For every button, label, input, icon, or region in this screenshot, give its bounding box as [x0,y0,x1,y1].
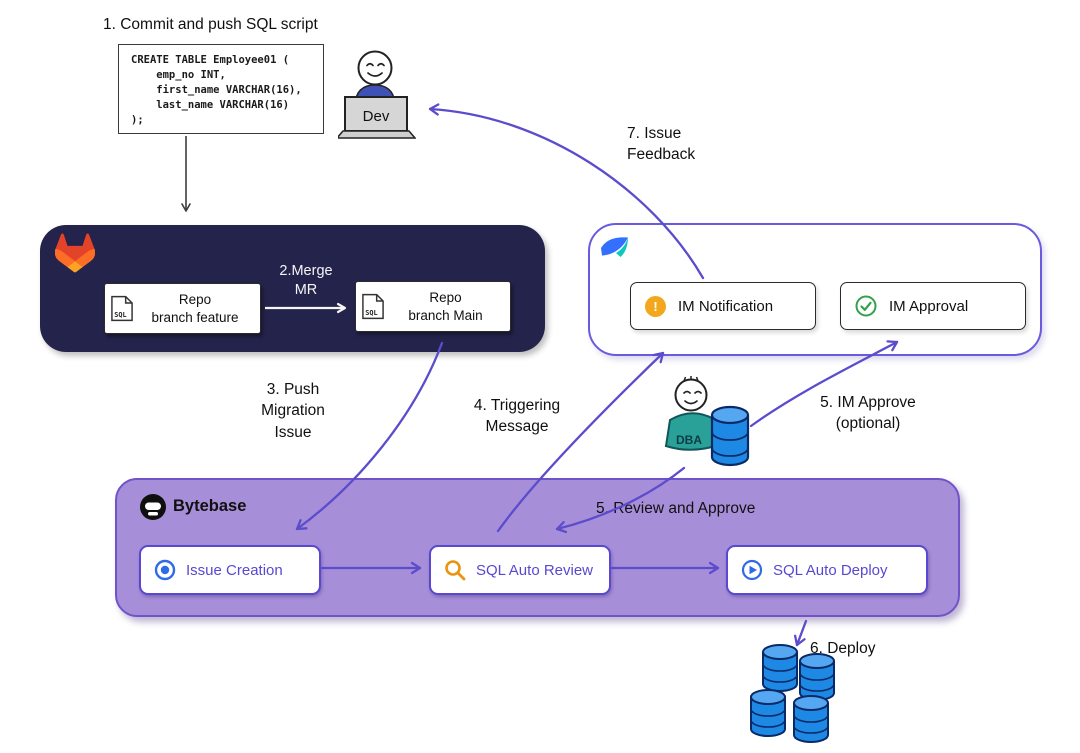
step1-label: 1. Commit and push SQL script [103,16,318,33]
sql-file-label: SQL [365,309,377,317]
bytebase-title: Bytebase [173,497,247,515]
dev-head [357,50,393,86]
repo-feature-label: Repo branch feature [151,291,239,325]
gitlab-container: SQL Repo branch feature 2.Merge MR SQL R… [40,225,545,352]
db-cylinder-icon [799,653,835,701]
dev-label: Dev [363,108,390,125]
step4-label: 4. Triggering Message [473,397,561,436]
db-cylinder-icon [750,689,786,737]
code-line: CREATE TABLE Employee01 ( [131,54,290,66]
db-cylinder-icon [762,644,798,692]
arrow-step6 [793,619,808,647]
step7-label: 7. Issue Feedback [627,125,696,164]
step3-label: 3. Push Migration Issue [261,381,325,441]
im-container: ! IM Notification IM Approval [588,223,1042,356]
db-cylinder-icon [793,695,829,743]
im-approval-label: IM Approval [889,297,969,315]
im-notification-box: ! IM Notification [630,282,816,330]
dba-head [674,378,708,412]
repo-branch-feature-box: SQL Repo branch feature [104,283,261,334]
sql-file-icon: SQL [111,295,133,322]
im-notification-label: IM Notification [678,297,774,315]
sql-file-label: SQL [114,311,126,319]
dev-figure: Dev [338,50,416,139]
repo-main-label: Repo branch Main [408,289,483,323]
sql-script-box: CREATE TABLE Employee01 ( emp_no INT, fi… [118,44,324,134]
code-line: last_name VARCHAR(16) [131,98,290,111]
im-approval-box: IM Approval [840,282,1026,330]
laptop-base [338,130,416,139]
check-circle-icon [855,295,877,317]
repo-branch-main-box: SQL Repo branch Main [355,281,511,332]
gitlab-logo-icon [55,233,95,273]
bytebase-container: Bytebase 5. Review and Approve Issue Cre… [115,478,960,617]
step2-label: 2.Merge MR [279,263,333,298]
step5-im-label: 5. IM Approve (optional) [820,394,916,433]
dba-label: DBA [676,433,702,447]
deploy-database-stack-icon [750,644,835,743]
laptop-icon [344,96,408,132]
target-circle-icon [154,559,176,581]
dba-figure: DBA [664,376,750,467]
sql-auto-review-box: SQL Auto Review [429,545,611,595]
lark-icon [601,237,628,257]
issue-creation-box: Issue Creation [139,545,321,595]
bytebase-logo-icon [140,494,166,520]
magnifier-icon [445,560,466,581]
step6-label: 6. Deploy [810,640,876,657]
code-line: first_name VARCHAR(16), [131,83,302,96]
play-circle-icon [741,559,763,581]
code-line: emp_no INT, [131,68,226,81]
sql-file-icon: SQL [362,293,384,320]
issue-creation-label: Issue Creation [186,561,283,579]
alert-circle-icon: ! [645,295,666,317]
code-line: ); [131,113,144,126]
sql-auto-review-label: SQL Auto Review [476,561,594,579]
database-stack-icon [710,405,750,467]
step5-review-label: 5. Review and Approve [596,500,756,517]
sql-auto-deploy-label: SQL Auto Deploy [773,561,888,579]
sql-auto-deploy-box: SQL Auto Deploy [726,545,928,595]
